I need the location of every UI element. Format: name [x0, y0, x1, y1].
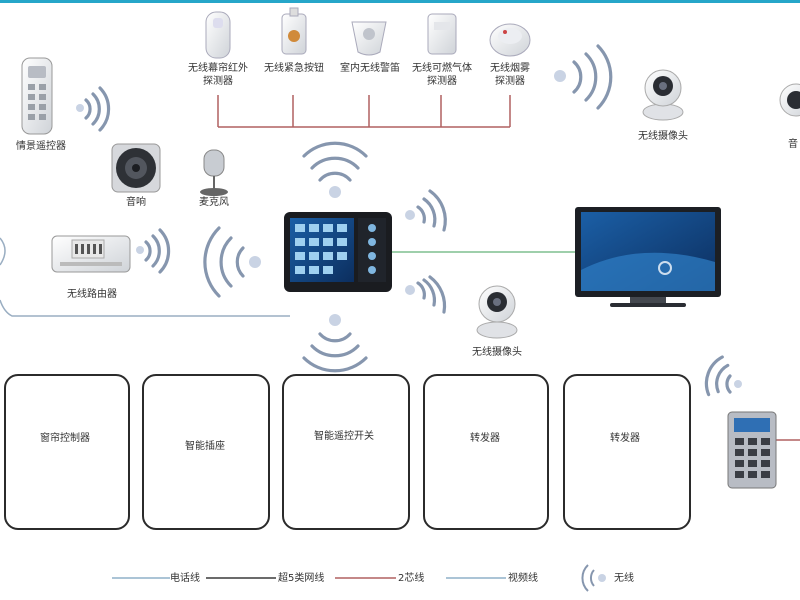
box-repeater-1 — [423, 374, 549, 530]
microphone-label: 麦克风 — [199, 197, 229, 208]
speaker-icon — [111, 143, 161, 193]
box-label-curtain-controller: 窗帘控制器 — [40, 433, 90, 444]
wireless-router-icon — [51, 235, 131, 273]
legend — [112, 564, 606, 592]
camera-mid-icon — [476, 285, 518, 339]
box-label-repeater-1: 转发器 — [470, 433, 500, 444]
camera-top-icon — [642, 69, 684, 121]
legend-label-wireless: 无线 — [614, 573, 634, 584]
wifi-signals — [76, 44, 742, 397]
box-repeater-2 — [563, 374, 691, 530]
smoke-detector-icon — [489, 23, 531, 57]
tv-icon — [575, 207, 721, 307]
microphone-icon — [200, 149, 228, 196]
top-accent-bar — [0, 0, 800, 3]
box-switch — [282, 374, 410, 530]
scene-remote-icon — [21, 57, 53, 135]
control-panel-icon — [284, 212, 392, 292]
box-label-smart-socket: 智能插座 — [185, 441, 225, 452]
sensor-label-siren: 室内无线警笛 — [340, 63, 400, 74]
speaker-label: 音响 — [126, 197, 146, 208]
box-curtain — [4, 374, 130, 530]
wireless-router-label: 无线路由器 — [67, 289, 117, 300]
siren-icon — [351, 21, 387, 56]
bus-wiring — [217, 95, 511, 128]
camera-edge-icon — [779, 83, 800, 117]
access-keypad-icon — [727, 411, 777, 489]
legend-label-two-wire: 2芯线 — [398, 573, 425, 584]
sensor-label-curtain-ir: 无线幕帘红外 探测器 — [188, 63, 248, 87]
legend-label-cat5e: 超5类网线 — [278, 573, 325, 584]
legend-label-video: 视频线 — [508, 573, 538, 584]
gas-detector-icon — [427, 13, 457, 55]
box-socket — [142, 374, 270, 530]
panic-button-icon — [281, 7, 307, 55]
legend-label-phone: 电话线 — [170, 573, 200, 584]
scene-remote-label: 情景遥控器 — [16, 141, 66, 152]
curtain-ir-sensor-icon — [205, 11, 231, 59]
camera-mid-label: 无线摄像头 — [472, 347, 522, 358]
camera-edge-label: 音 — [788, 139, 798, 150]
sensor-label-smoke: 无线烟雾 探测器 — [490, 63, 530, 87]
sensor-label-panic: 无线紧急按钮 — [264, 63, 324, 74]
sensor-label-gas: 无线可燃气体 探测器 — [412, 63, 472, 87]
network-wiring — [0, 237, 800, 441]
camera-top-label: 无线摄像头 — [638, 131, 688, 142]
box-label-repeater-2: 转发器 — [610, 433, 640, 444]
box-label-smart-switch: 智能遥控开关 — [314, 431, 374, 442]
